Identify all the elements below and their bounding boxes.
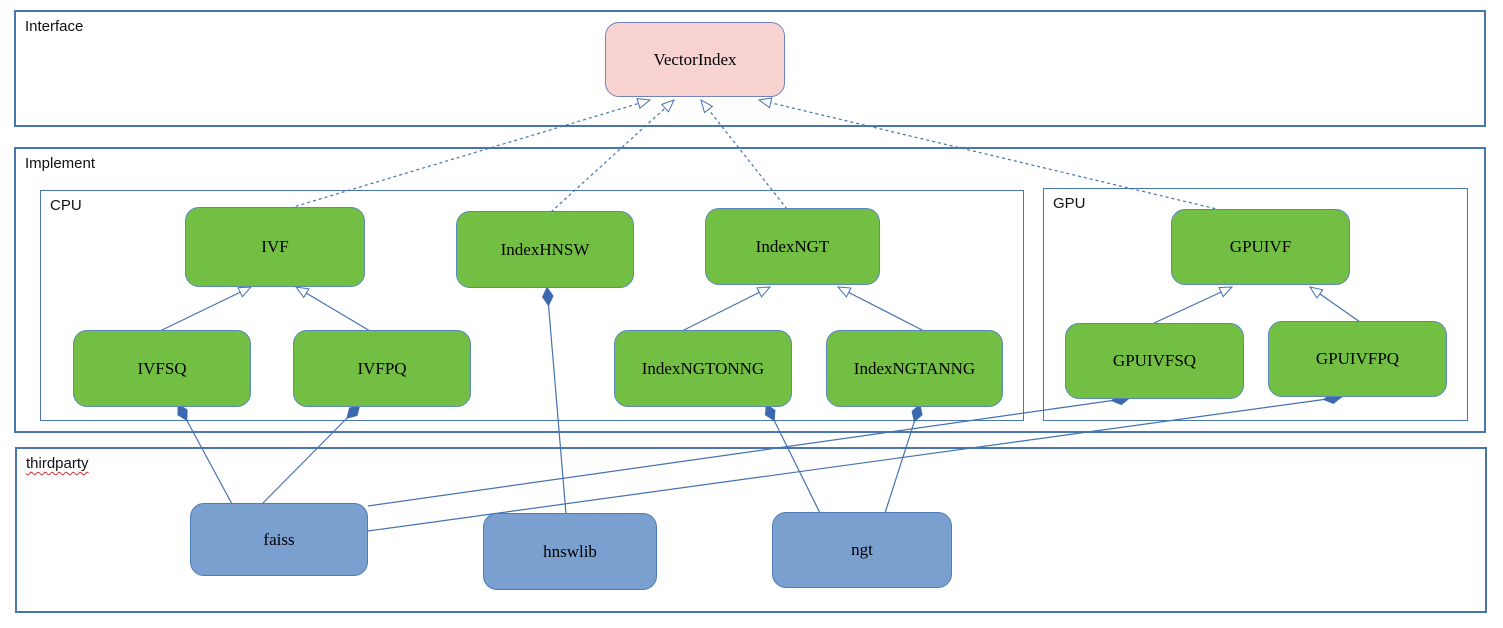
node-gpuivfsq-label: GPUIVFSQ	[1112, 351, 1197, 370]
node-gpuivfsq: GPUIVFSQ	[1065, 323, 1244, 399]
node-indexngtonng: IndexNGTONNG	[614, 330, 792, 407]
node-hnswlib-label: hnswlib	[543, 541, 597, 561]
section-implement-label: Implement	[25, 155, 96, 172]
section-interface-label: Interface	[25, 18, 84, 35]
node-indexhnsw: IndexHNSW	[456, 211, 634, 288]
node-hnswlib: hnswlib	[483, 513, 657, 590]
node-gpuivfpq: GPUIVFPQ	[1268, 321, 1447, 397]
node-indexhnsw-label: IndexHNSW	[500, 239, 590, 259]
node-ivf-label: IVF	[261, 237, 289, 256]
node-ivf: IVF	[185, 207, 365, 287]
section-cpu-label: CPU	[50, 197, 82, 214]
node-indexngtonng-label: IndexNGTONNG	[641, 358, 765, 378]
node-ivfpq: IVFPQ	[293, 330, 471, 407]
node-faiss: faiss	[190, 503, 368, 576]
node-ivfsq: IVFSQ	[73, 330, 251, 407]
node-gpuivf: GPUIVF	[1171, 209, 1350, 285]
node-ivfpq-label: IVFPQ	[357, 358, 407, 378]
node-indexngtanng: IndexNGTANNG	[826, 330, 1003, 407]
node-indexngtanng-label: IndexNGTANNG	[853, 358, 976, 378]
node-indexngt-label: IndexNGT	[755, 236, 830, 256]
node-gpuivfpq-label: GPUIVFPQ	[1315, 349, 1400, 368]
node-vectorindex-label: VectorIndex	[653, 49, 737, 69]
node-faiss-label: faiss	[263, 529, 295, 549]
node-ngt: ngt	[772, 512, 952, 588]
node-indexngt: IndexNGT	[705, 208, 880, 285]
section-thirdparty-label: thirdparty	[26, 455, 89, 472]
section-gpu-label: GPU	[1053, 195, 1086, 212]
node-ngt-label: ngt	[851, 540, 873, 559]
node-ivfsq-label: IVFSQ	[137, 358, 187, 378]
node-vectorindex: VectorIndex	[605, 22, 785, 97]
node-gpuivf-label: GPUIVF	[1229, 237, 1292, 256]
